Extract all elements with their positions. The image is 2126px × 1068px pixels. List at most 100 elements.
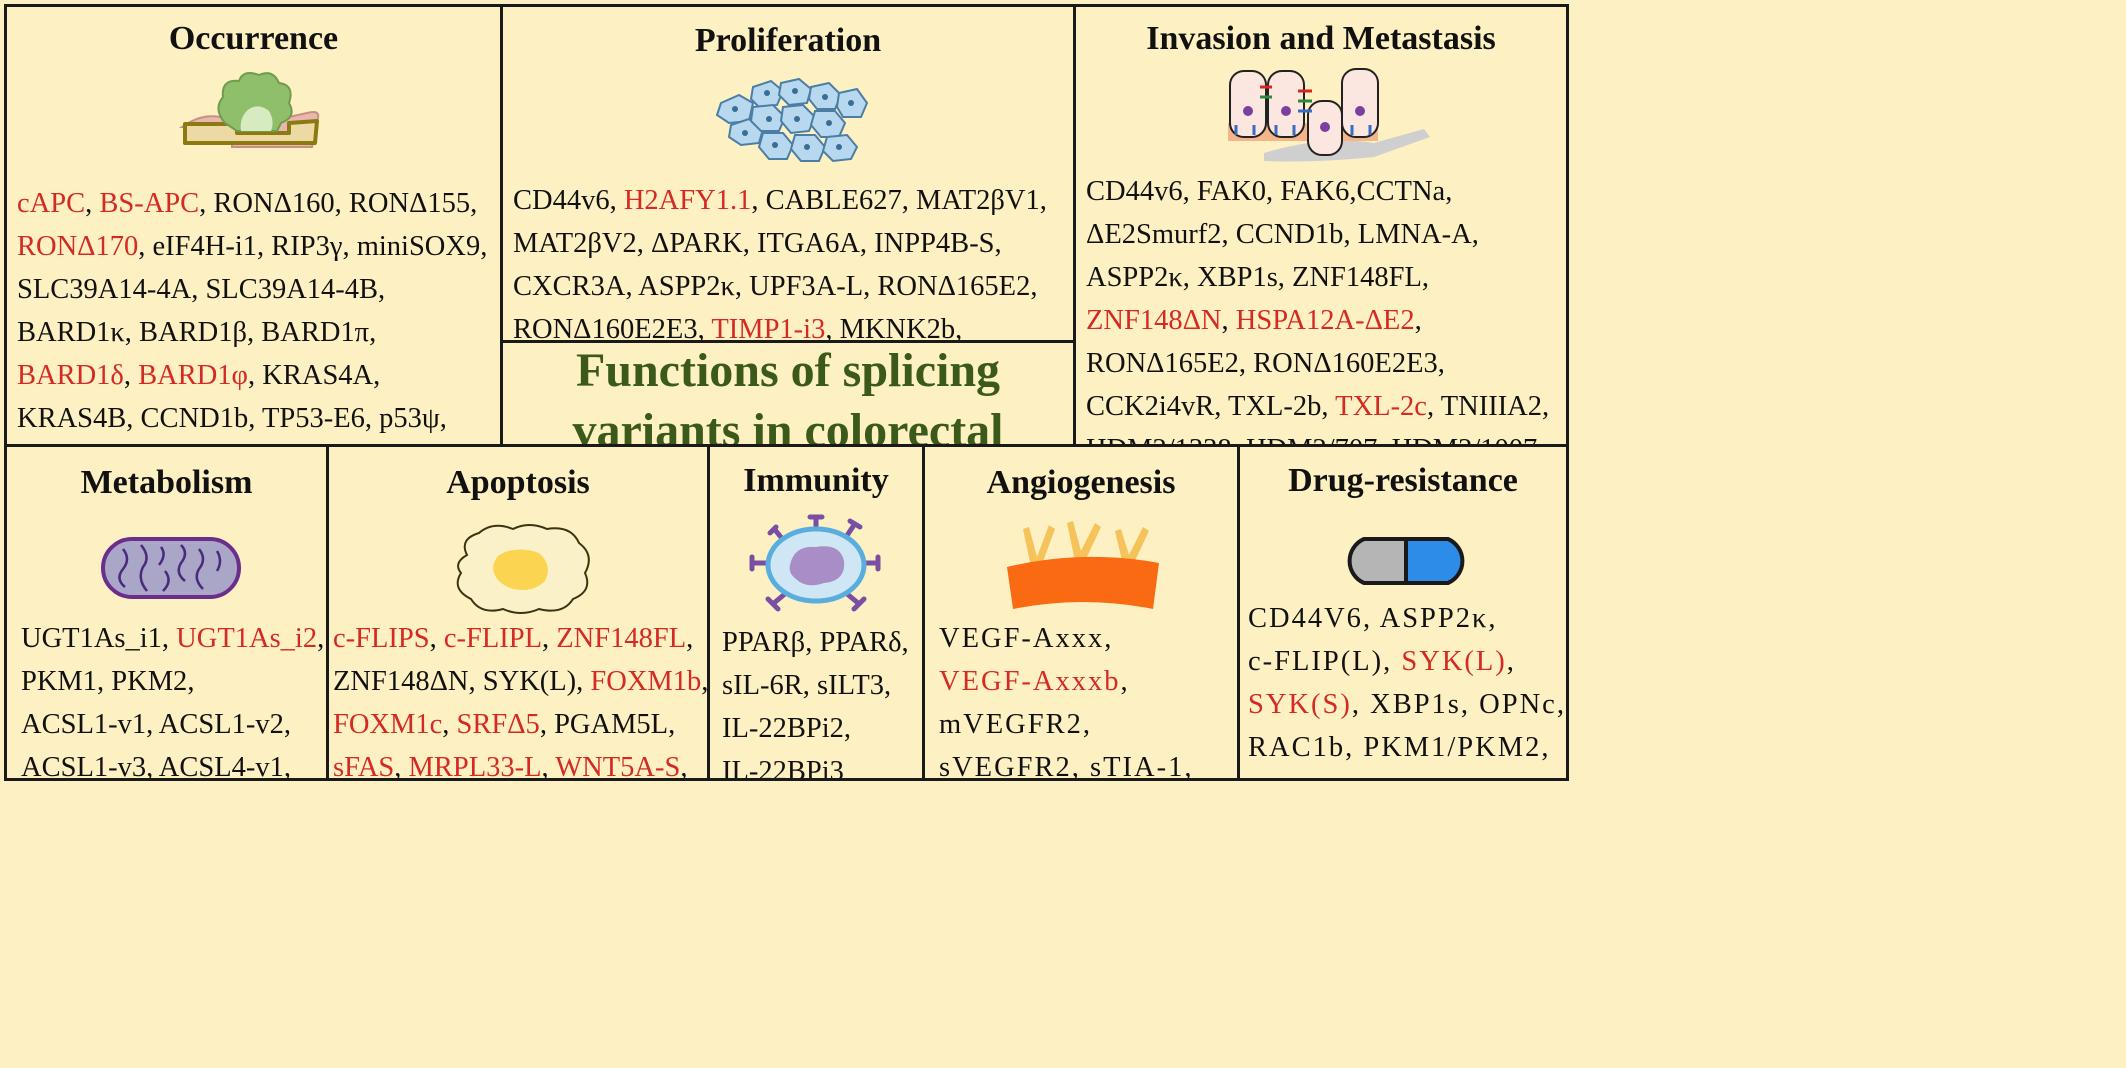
center-title: Functions of splicing variants in colore…	[503, 343, 1073, 444]
variant-name: ΔE2Smurf2	[1086, 219, 1222, 250]
variant-item: RIP3γ,	[271, 231, 350, 262]
apoptosis-panel: Apoptosis c-FLIPS, c-FLIPL, ZNF148FL, ZN…	[326, 444, 710, 781]
drug-resistance-title: Drug-resistance	[1288, 462, 1518, 499]
variant-name: CD44v6	[513, 185, 610, 216]
immunity-title: Immunity	[743, 462, 889, 499]
variant-item: ACSL1-v1,	[21, 709, 154, 740]
variant-name: ZNF148FL	[1292, 262, 1422, 293]
variant-item: VEGF-Axxxb,	[939, 666, 1130, 697]
cell-cluster-icon	[715, 77, 869, 163]
variant-name: sILT3	[817, 670, 885, 701]
variant-item: TNIIIA2,	[1440, 391, 1550, 422]
variant-name: c-FLIP(L)	[1248, 646, 1384, 677]
variant-name: ACSL1-v2	[158, 709, 284, 740]
variant-item: UGT1As_i1,	[21, 623, 170, 654]
center-title-panel: Functions of splicing variants in colore…	[500, 340, 1076, 447]
variant-item: UPF3A-L,	[749, 271, 871, 302]
immune-cell-icon	[749, 514, 881, 612]
variant-name: SYK(S)	[1248, 689, 1352, 720]
variant-item: KRAS4A,	[262, 360, 381, 391]
variant-item: SYK(S),	[1248, 689, 1361, 720]
variant-name: eIF4H-i1	[152, 231, 257, 262]
variant-item: TXL-2b,	[1228, 391, 1329, 422]
variant-name: KRAS4B	[17, 403, 127, 434]
mitochondrion-icon	[101, 537, 241, 599]
variant-item: PKM1,	[21, 666, 105, 697]
variant-item: BS-APC,	[99, 188, 207, 219]
variant-name: KRAS4A	[262, 360, 374, 391]
variant-item: MAT2βV1,	[916, 185, 1047, 216]
variant-item: PKM2,	[111, 666, 195, 697]
drug-resistance-variant-list: CD44V6, ASPP2κ, c-FLIP(L), SYK(L), SYK(S…	[1248, 597, 1566, 778]
variant-item: VEGF-Axxx,	[939, 623, 1114, 654]
variant-name: RONΔ170	[17, 231, 139, 262]
variant-item: H2AFY1.1,	[623, 185, 759, 216]
variant-name: VEGF-Axxx	[939, 623, 1105, 654]
metabolism-panel: Metabolism UGT1As_i1, UGT1As_i2, PKM1, P…	[4, 444, 329, 781]
apoptosis-variant-list: c-FLIPS, c-FLIPL, ZNF148FL, ZNF148ΔN, SY…	[333, 617, 709, 781]
variant-item: IL-22BPi3	[722, 756, 844, 781]
variant-item: MKNK2b,	[839, 314, 963, 343]
variant-name: HSPA12A-ΔE2	[1235, 305, 1415, 336]
epithelium-invasion-icon	[1228, 68, 1430, 162]
variant-name: sIL-6R	[722, 670, 803, 701]
variant-name: BS-APC	[99, 188, 200, 219]
proliferation-variant-list: CD44v6, H2AFY1.1, CABLE627, MAT2βV1, MAT…	[513, 179, 1073, 343]
metabolism-title: Metabolism	[80, 464, 253, 501]
variant-item: XBP1s,	[1197, 262, 1285, 293]
variant-name: SYK(L)	[1401, 646, 1507, 677]
variant-name: ITGA6A	[757, 228, 860, 259]
variant-item: ACSL1-v3,	[21, 752, 154, 781]
variant-name: ZNF148ΔN	[1086, 305, 1222, 336]
variant-name: SRFΔ5	[456, 709, 540, 740]
variant-name: sTIA-1	[1090, 752, 1185, 781]
variant-name: TNIIIA2	[1440, 391, 1543, 422]
variant-item: mVEGFR2,	[939, 709, 1092, 740]
variant-item: CCND1b,	[1235, 219, 1351, 250]
variant-item: ACSL1-v2,	[158, 709, 291, 740]
variant-name: CCK2i4vR	[1086, 391, 1215, 422]
variant-name: BARD1π	[261, 317, 370, 348]
variant-name: sVEGFR2	[939, 752, 1072, 781]
variant-item: eIF4H-i1,	[152, 231, 265, 262]
variant-item: RONΔ160E2E3,	[1253, 348, 1445, 379]
variant-name: MAT2βV2	[513, 228, 637, 259]
variant-name: ASPP2κ	[638, 271, 735, 302]
variant-name: cAPC	[17, 188, 86, 219]
variant-item: SYK(L),	[482, 666, 584, 697]
variant-item: TP53-E6,	[261, 403, 373, 434]
variant-item: TIMP1-i3,	[711, 314, 833, 343]
variant-item: ΔPARK,	[651, 228, 750, 259]
variant-name: FOXM1b	[590, 666, 702, 697]
variant-item: SLC39A14-4B,	[205, 274, 386, 305]
immunity-panel: Immunity PPARβ, PPARδ, sIL-6R, sILT3, IL…	[707, 444, 925, 781]
variant-item: sVEGFR2,	[939, 752, 1081, 781]
proliferation-panel: Proliferation	[500, 4, 1076, 343]
variant-name: RIP3γ	[271, 231, 343, 262]
metabolism-variant-list: UGT1As_i1, UGT1As_i2, PKM1, PKM2, ACSL1-…	[21, 617, 326, 781]
variant-item: CXCR3A,	[513, 271, 633, 302]
variant-name: IL-22BPi3	[722, 756, 844, 781]
invasion-variant-list: CD44v6, FAK0, FAK6,CCTNa, ΔE2Smurf2, CCN…	[1086, 170, 1566, 444]
variant-name: c-FLIPL	[443, 623, 542, 654]
variant-item: FOXM1b,	[590, 666, 709, 697]
variant-item: sTIA-1,	[1090, 752, 1194, 781]
invasion-panel: Invasion and Metastasis	[1073, 4, 1569, 447]
variant-name: BARD1δ	[17, 360, 124, 391]
variant-item: ASPP2κ,	[1379, 603, 1498, 634]
variant-name: sFAS	[333, 752, 395, 781]
variant-name: RONΔ165E2	[1086, 348, 1239, 379]
variant-name: ACSL4-v1	[158, 752, 284, 781]
variant-name: UGT1As_i1	[21, 623, 162, 654]
variant-name: ASPP2κ	[1379, 603, 1489, 634]
variant-name: LMNA-A	[1357, 219, 1472, 250]
variant-item: FAK0,	[1196, 176, 1274, 207]
variant-item: TXL-2c,	[1335, 391, 1435, 422]
variant-name: SLC39A14-4A	[17, 274, 192, 305]
variant-name: flTIA-1	[1361, 775, 1464, 778]
blood-vessel-sprouting-icon	[1007, 521, 1159, 609]
variant-name: INPP4B-S	[874, 228, 995, 259]
variant-item: RONΔ170,	[17, 231, 146, 262]
capsule-icon	[1347, 537, 1465, 585]
